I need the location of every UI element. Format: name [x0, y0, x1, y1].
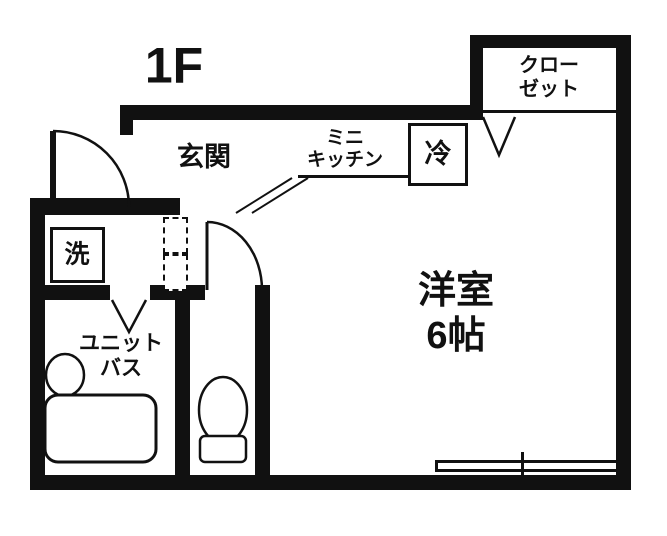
mini-kitchen-label: ミニ キッチン: [307, 128, 383, 173]
entrance-step-line-2: [251, 177, 309, 214]
entrance-wall-bottom: [30, 198, 180, 215]
wall-top: [120, 105, 483, 120]
washer-box: [50, 227, 105, 283]
entrance-door-swing-arc: [52, 129, 131, 208]
closet-label-line1: クロー: [519, 54, 579, 77]
washer-label-text: 洗: [64, 240, 90, 269]
unit-bath-label: ユニット バス: [79, 332, 163, 382]
floor-label: 1F: [145, 37, 203, 96]
toilet-door-swing-arc: [206, 220, 264, 291]
western-room-label-line2: 6帖: [426, 315, 486, 357]
bath-wall-top-left: [30, 285, 110, 300]
window-center-tick: [521, 452, 524, 479]
window-line-outer: [435, 460, 628, 463]
toilet-room-wall-right: [255, 285, 270, 475]
mini-kitchen-label-line1: ミニ: [325, 127, 365, 149]
mini-kitchen-label-line2: キッチン: [306, 150, 384, 171]
entrance-label: 玄関: [177, 142, 231, 174]
unit-bath-label-line1: ユニット: [79, 332, 163, 356]
wall-top-left-stub: [120, 105, 133, 135]
wall-left: [30, 198, 45, 490]
unit-bath-label-line2: バス: [100, 357, 142, 380]
washer-label: 洗: [64, 240, 89, 270]
toilet-tank-icon: [198, 434, 248, 464]
bathtub-icon: [43, 393, 158, 464]
kitchen-counter-line: [298, 175, 408, 178]
closet-wall-top: [470, 35, 631, 48]
bath-door-v-icon: [110, 299, 148, 335]
entrance-label-text: 玄関: [177, 142, 231, 173]
window-line-inner: [435, 469, 628, 472]
refrigerator-box: [408, 123, 468, 186]
folding-door-panel-top: [163, 217, 188, 254]
closet-label-line2: ゼット: [519, 78, 579, 100]
closet-wall-left: [470, 35, 483, 120]
wall-bottom: [30, 475, 631, 490]
refrigerator-label: 冷: [425, 139, 452, 171]
window-end-right: [625, 460, 628, 472]
western-room-label-line1: 洋室: [417, 270, 495, 313]
entrance-step-line-1: [235, 177, 293, 214]
toilet-bowl-icon: [197, 375, 249, 445]
window-end-left: [435, 460, 438, 472]
folding-door-panel-bottom: [163, 254, 188, 291]
refrigerator-label-text: 冷: [424, 139, 452, 170]
closet-door-v-icon: [481, 116, 517, 159]
floor-label-text: 1F: [144, 37, 204, 94]
western-room-label: 洋室 6帖: [418, 269, 494, 359]
wall-right: [616, 35, 631, 490]
bath-toilet-divider-wall: [175, 300, 190, 475]
closet-bottom-line: [483, 110, 616, 113]
closet-label: クロー ゼット: [519, 54, 579, 101]
